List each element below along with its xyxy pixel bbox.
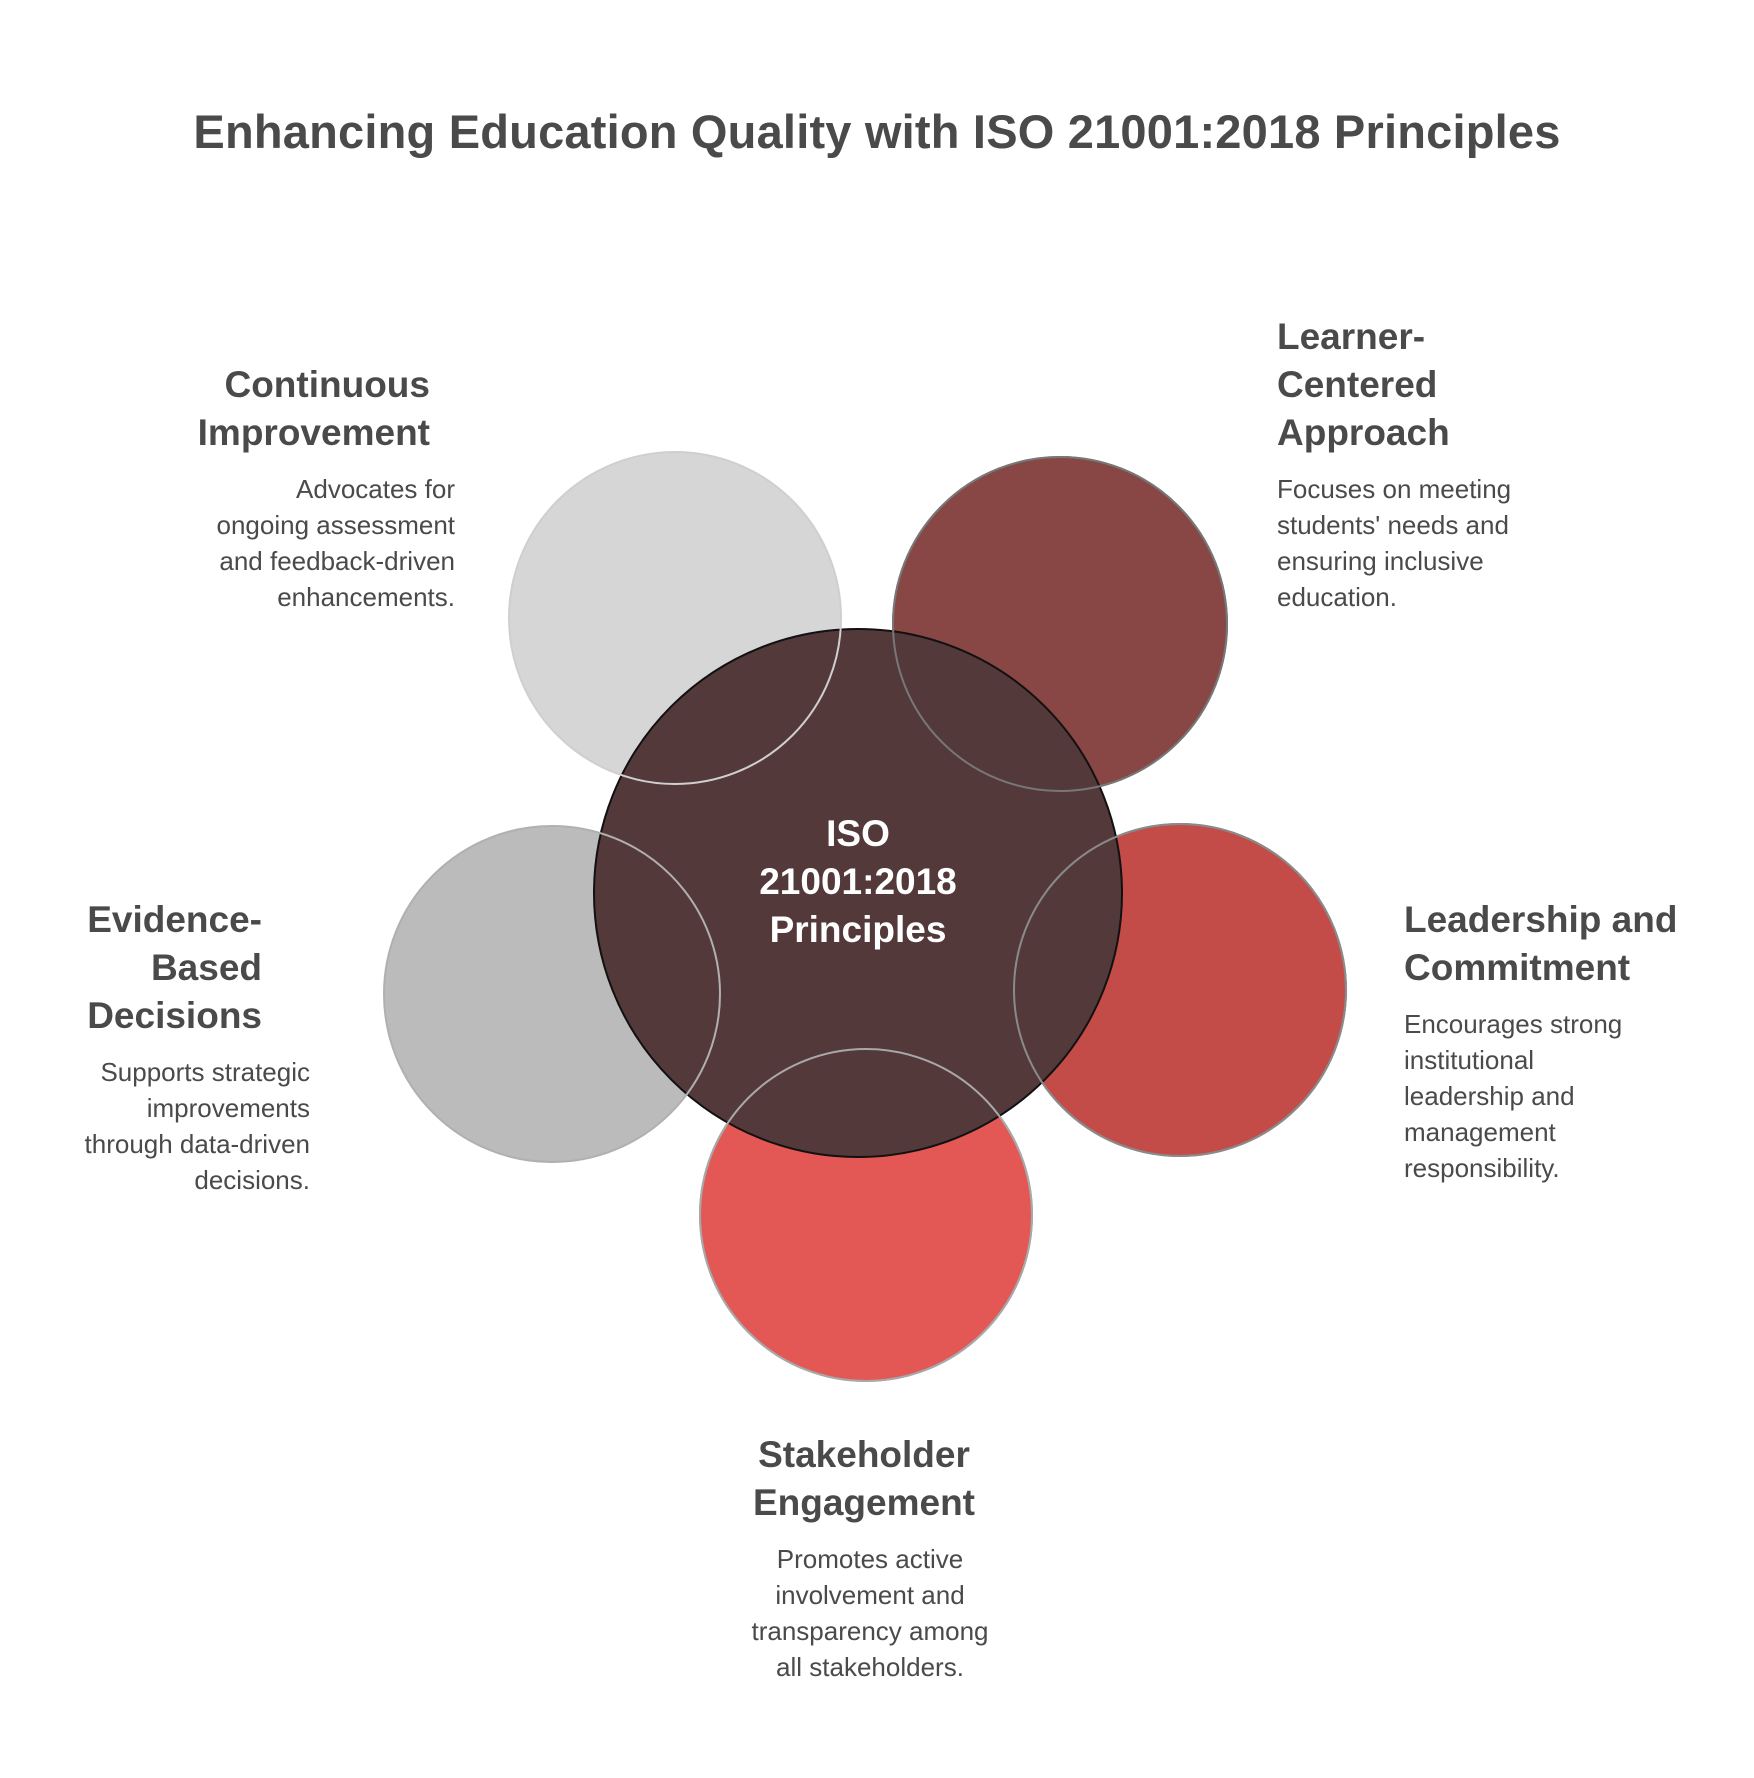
principle-description: Focuses on meeting students' needs and e…	[1277, 474, 1512, 612]
heading-line: Stakeholder	[758, 1434, 970, 1475]
principle-description: Promotes active involvement and transpar…	[751, 1544, 989, 1682]
outline-continuous-improvement	[508, 451, 842, 785]
principle-learner-centered-approach: Learner- Centered Approach Focuses on me…	[1277, 313, 1597, 615]
principle-heading: Learner- Centered Approach	[1277, 313, 1597, 457]
heading-line: Evidence-	[87, 899, 262, 940]
heading-line: Based	[150, 947, 262, 988]
center-label-line: ISO	[826, 813, 890, 854]
principle-heading: Evidence- Based Decisions	[40, 896, 310, 1040]
central-circle	[593, 628, 1123, 1158]
heading-line: Continuous	[224, 364, 430, 405]
principle-heading: Leadership and Commitment	[1404, 896, 1744, 992]
outline-stakeholder-engagement	[699, 1048, 1033, 1382]
principle-description: Supports strategic improvements through …	[84, 1057, 310, 1195]
heading-line: Decisions	[87, 995, 262, 1036]
heading-line: Leadership and	[1404, 899, 1678, 940]
principle-evidence-based-decisions: Evidence- Based Decisions Supports strat…	[40, 896, 310, 1198]
outline-leadership-and-commitment	[1013, 823, 1347, 1157]
center-label: ISO 21001:2018 Principles	[708, 810, 1008, 954]
outline-learner-centered-approach	[892, 456, 1228, 792]
outline-evidence-based-decisions	[383, 825, 721, 1163]
diagram-title: Enhancing Education Quality with ISO 210…	[193, 105, 1561, 158]
principle-continuous-improvement: Continuous Improvement Advocates for ong…	[120, 361, 455, 615]
principle-stakeholder-engagement: Stakeholder Engagement Promotes active i…	[700, 1431, 1040, 1685]
heading-line: Improvement	[197, 412, 430, 453]
principle-leadership-and-commitment: Leadership and Commitment Encourages str…	[1404, 896, 1744, 1186]
heading-line: Centered	[1277, 364, 1438, 405]
center-label-line: 21001:2018	[759, 861, 957, 902]
heading-line: Commitment	[1404, 947, 1631, 988]
heading-line: Learner-	[1277, 316, 1426, 357]
principle-description: Encourages strong institutional leadersh…	[1404, 1009, 1623, 1183]
heading-line: Approach	[1277, 412, 1450, 453]
principle-description: Advocates for ongoing assessment and fee…	[216, 474, 455, 612]
center-label-line: Principles	[769, 909, 947, 950]
principle-heading: Continuous Improvement	[120, 361, 455, 457]
principle-heading: Stakeholder Engagement	[700, 1431, 1028, 1527]
heading-line: Engagement	[752, 1482, 976, 1523]
